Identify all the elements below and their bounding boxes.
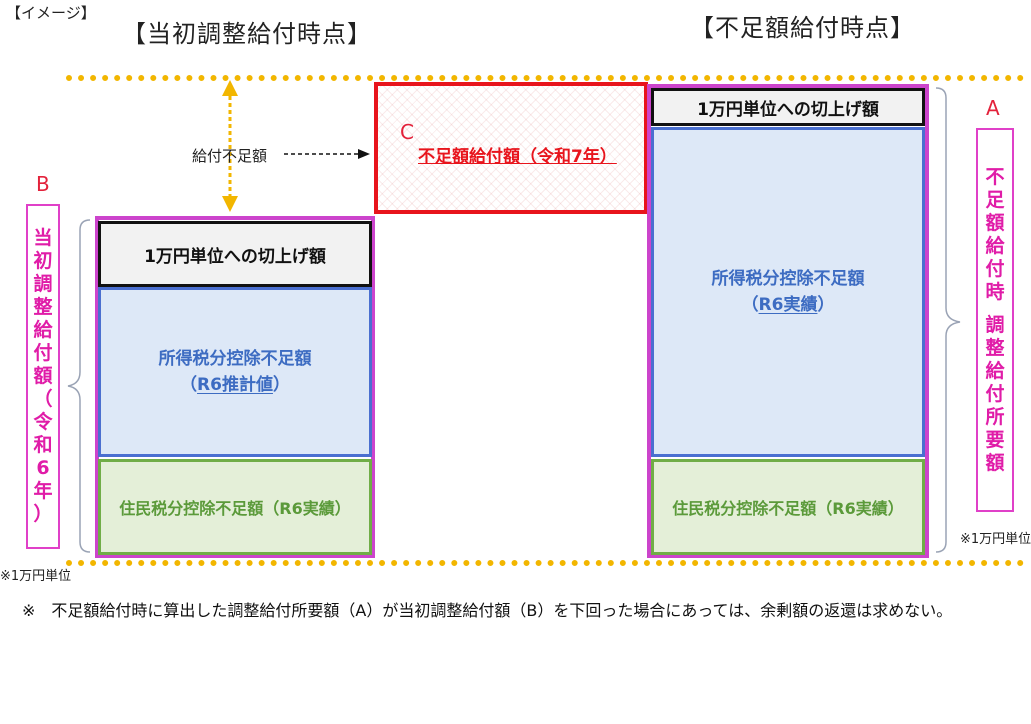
a-vertical-label: 不足額給付時 調整給付所要額 — [976, 128, 1014, 512]
footnote: ※ 不足額給付時に算出した調整給付所要額（A）が当初調整給付額（B）を下回った場… — [22, 601, 953, 620]
a-letter: A — [986, 96, 1000, 120]
a-vertical-char: 調 — [985, 313, 1005, 336]
b-vertical-char: 額 — [33, 365, 53, 387]
right-unit-note: ※1万円単位 — [960, 532, 1031, 547]
b-vertical-char: 6 — [36, 457, 50, 479]
left-unit-note: ※1万円単位 — [0, 569, 72, 584]
b-vertical-char: 当 — [33, 227, 53, 249]
left-stack-outline — [95, 216, 375, 558]
b-letter: B — [36, 172, 50, 196]
a-vertical-char: 付 — [985, 257, 1005, 280]
image-tag: 【イメージ】 — [6, 4, 96, 22]
right-roundup-box: 1万円単位への切上げ額 — [651, 88, 925, 126]
right-income-line2: （R6実績） — [741, 295, 835, 315]
a-vertical-char: 要 — [985, 428, 1005, 451]
c-letter: C — [400, 120, 414, 144]
a-vertical-char: 額 — [985, 211, 1005, 234]
b-vertical-char: （ — [33, 388, 53, 410]
a-vertical-char: 足 — [985, 188, 1005, 211]
shortfall-label: 給付不足額 — [192, 147, 268, 165]
b-vertical-char: 調 — [33, 273, 53, 295]
left-heading: 【当初調整給付時点】 — [122, 20, 372, 48]
a-vertical-char: 所 — [985, 405, 1005, 428]
left-income-estimate-link: R6推計値 — [197, 375, 273, 395]
left-income-line2: （R6推計値） — [180, 375, 290, 395]
b-vertical-char: 令 — [33, 411, 53, 433]
a-vertical-char: 不 — [985, 165, 1005, 188]
b-vertical-char: 整 — [33, 296, 53, 318]
a-vertical-char: 額 — [985, 451, 1005, 474]
a-vertical-char: 給 — [985, 359, 1005, 382]
bottom-dotted-line — [66, 560, 1024, 566]
b-vertical-char: 給 — [33, 319, 53, 341]
b-vertical-char: 初 — [33, 250, 53, 272]
left-income-tax-box: 所得税分控除不足額 （R6推計値） — [98, 287, 372, 457]
a-vertical-char: 時 — [985, 280, 1005, 303]
right-resident-tax-box: 住民税分控除不足額（R6実績） — [651, 459, 925, 555]
b-vertical-char: 和 — [33, 434, 53, 456]
left-roundup-box: 1万円単位への切上げ額 — [98, 221, 372, 287]
left-income-line1: 所得税分控除不足額 — [158, 348, 312, 369]
double-arrow-icon — [222, 80, 238, 212]
top-dotted-line — [66, 75, 1024, 81]
a-vertical-char: 整 — [985, 336, 1005, 359]
left-resident-tax-box: 住民税分控除不足額（R6実績） — [98, 459, 372, 555]
a-vertical-char: 付 — [985, 382, 1005, 405]
b-vertical-char: ） — [33, 503, 53, 525]
b-vertical-char: 年 — [33, 480, 53, 502]
a-vertical-char: 給 — [985, 234, 1005, 257]
right-stack-outline — [647, 84, 929, 558]
a-vertical-char — [992, 304, 999, 314]
right-heading: 【不足額給付時点】 — [690, 14, 915, 42]
b-vertical-char: 付 — [33, 342, 53, 364]
dashed-arrow-icon — [284, 149, 370, 159]
right-income-tax-box: 所得税分控除不足額 （R6実績） — [651, 127, 925, 457]
c-label: 不足額給付額（令和7年） — [418, 147, 617, 167]
left-bracket-icon — [67, 219, 91, 553]
right-income-actual-link: R6実績 — [758, 295, 818, 315]
right-income-line1: 所得税分控除不足額 — [711, 268, 865, 289]
c-shortfall-box: C 不足額給付額（令和7年） — [374, 82, 648, 214]
right-bracket-icon — [935, 87, 961, 553]
